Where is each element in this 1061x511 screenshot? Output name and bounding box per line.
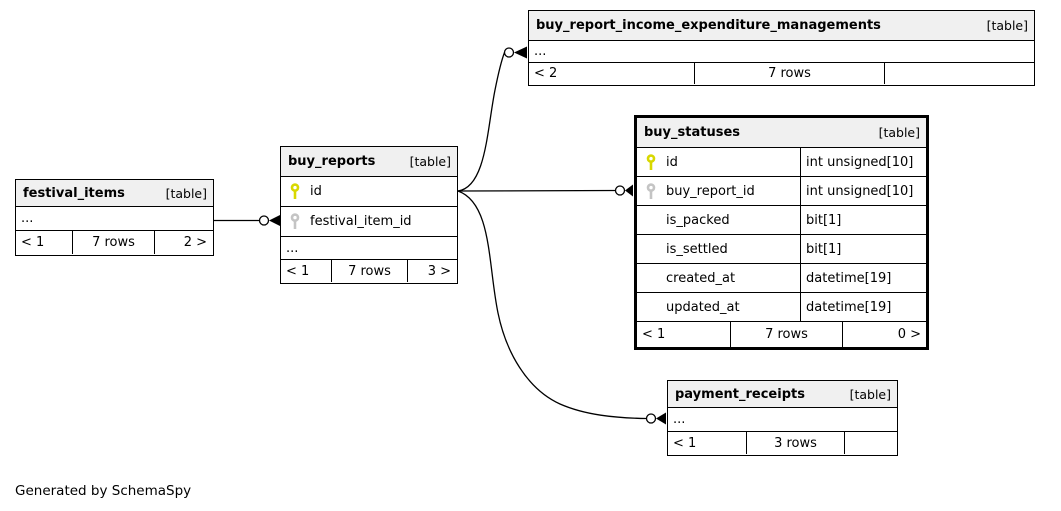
- edge-odot: [614, 185, 626, 196]
- table-header-buy-statuses[interactable]: buy_statuses [table]: [637, 118, 926, 147]
- parent-tables-count: < 1: [673, 435, 697, 451]
- table-header-buy-report-income-expenditure-managements[interactable]: buy_report_income_expenditure_management…: [529, 11, 1034, 40]
- table-name: buy_reports: [288, 154, 376, 169]
- table-stats-row: < 1 7 rows 2 >: [16, 230, 213, 254]
- table-payment-receipts: payment_receipts [table] ... < 1 3 rows: [667, 380, 898, 456]
- columns-ellipsis-row: ...: [281, 236, 457, 259]
- table-stats-row: < 1 7 rows 0 >: [637, 321, 926, 347]
- column-name: buy_report_id: [666, 183, 755, 199]
- edge-buy-reports-to-buy-statuses: [457, 189, 616, 192]
- column-name: festival_item_id: [310, 214, 412, 229]
- table-stats-row: < 1 7 rows 3 >: [281, 259, 457, 282]
- column-row-is-packed: is_packed bit[1]: [637, 205, 926, 234]
- column-name: id: [310, 184, 322, 199]
- table-header-buy-reports[interactable]: buy_reports [table]: [281, 147, 457, 176]
- ellipsis-text: ...: [286, 240, 299, 256]
- column-row-is-settled: is_settled bit[1]: [637, 234, 926, 263]
- child-tables-count: 0 >: [842, 322, 926, 347]
- column-row-buy-report-id: buy_report_id int unsigned[10]: [637, 176, 926, 205]
- row-count: 7 rows: [694, 63, 884, 84]
- table-type-badge: [table]: [849, 386, 891, 402]
- table-buy-report-income-expenditure-managements: buy_report_income_expenditure_management…: [528, 10, 1035, 86]
- column-row-created-at: created_at datetime[19]: [637, 263, 926, 292]
- column-type: datetime[19]: [800, 293, 926, 321]
- ellipsis-text: ...: [534, 44, 547, 59]
- columns-ellipsis-row: ...: [529, 40, 1034, 62]
- edge-arrowhead: [656, 412, 666, 425]
- ellipsis-text: ...: [673, 412, 686, 427]
- column-name: is_packed: [666, 212, 730, 228]
- edge-arrowhead: [625, 184, 633, 197]
- column-row-updated-at: updated_at datetime[19]: [637, 292, 926, 321]
- column-name: updated_at: [666, 299, 740, 315]
- table-festival-items: festival_items [table] ... < 1 7 rows 2 …: [15, 179, 214, 256]
- foreign-key-icon: [645, 182, 657, 200]
- edge-arrowhead: [514, 46, 527, 59]
- column-name: id: [666, 154, 678, 170]
- edge-odot: [645, 413, 657, 424]
- parent-tables-count: < 1: [286, 263, 310, 279]
- table-name: buy_report_income_expenditure_management…: [536, 18, 881, 33]
- table-header-payment-receipts[interactable]: payment_receipts [table]: [668, 381, 897, 407]
- row-count: 3 rows: [746, 432, 844, 454]
- column-row-festival-item-id: festival_item_id: [281, 206, 457, 236]
- row-count: 7 rows: [72, 231, 154, 254]
- column-name: is_settled: [666, 241, 728, 257]
- column-type: int unsigned[10]: [800, 148, 926, 176]
- columns-ellipsis-row: ...: [16, 206, 213, 230]
- primary-key-icon: [645, 153, 657, 171]
- table-type-badge: [table]: [409, 154, 451, 169]
- column-row-id: id int unsigned[10]: [637, 147, 926, 176]
- row-count: 7 rows: [730, 322, 842, 347]
- column-type: bit[1]: [800, 235, 926, 263]
- table-header-festival-items[interactable]: festival_items [table]: [16, 180, 213, 206]
- generated-by-note: Generated by SchemaSpy: [15, 483, 192, 499]
- column-type: datetime[19]: [800, 264, 926, 292]
- table-name: buy_statuses: [644, 125, 741, 140]
- parent-tables-count: < 1: [21, 235, 45, 250]
- table-buy-statuses: buy_statuses [table] id int unsigned[10]…: [634, 115, 929, 350]
- table-type-badge: [table]: [878, 125, 920, 140]
- foreign-key-icon: [289, 213, 301, 230]
- column-row-id: id: [281, 176, 457, 206]
- table-stats-row: < 2 7 rows: [529, 62, 1034, 84]
- primary-key-icon: [289, 183, 301, 200]
- table-type-badge: [table]: [986, 18, 1028, 33]
- table-type-badge: [table]: [165, 185, 207, 201]
- table-name: payment_receipts: [675, 386, 805, 402]
- child-tables-count: [884, 63, 1033, 84]
- child-tables-count: [844, 432, 896, 454]
- parent-tables-count: < 1: [642, 327, 666, 342]
- columns-ellipsis-row: ...: [668, 407, 897, 431]
- edge-buy-reports-to-payment-receipts: [457, 190, 647, 420]
- column-name: created_at: [666, 270, 736, 286]
- child-tables-count: 2 >: [154, 231, 212, 254]
- parent-tables-count: < 2: [534, 66, 558, 81]
- row-count: 7 rows: [331, 260, 407, 282]
- edge-odot: [258, 215, 270, 226]
- column-type: int unsigned[10]: [800, 177, 926, 205]
- table-stats-row: < 1 3 rows: [668, 431, 897, 454]
- column-type: bit[1]: [800, 206, 926, 234]
- ellipsis-text: ...: [21, 211, 34, 226]
- edge-buy-reports-to-briem: [457, 52, 506, 192]
- table-name: festival_items: [23, 185, 125, 201]
- child-tables-count: 3 >: [407, 260, 456, 282]
- edge-odot: [503, 47, 515, 58]
- table-buy-reports: buy_reports [table] id festival_item_id …: [280, 146, 458, 284]
